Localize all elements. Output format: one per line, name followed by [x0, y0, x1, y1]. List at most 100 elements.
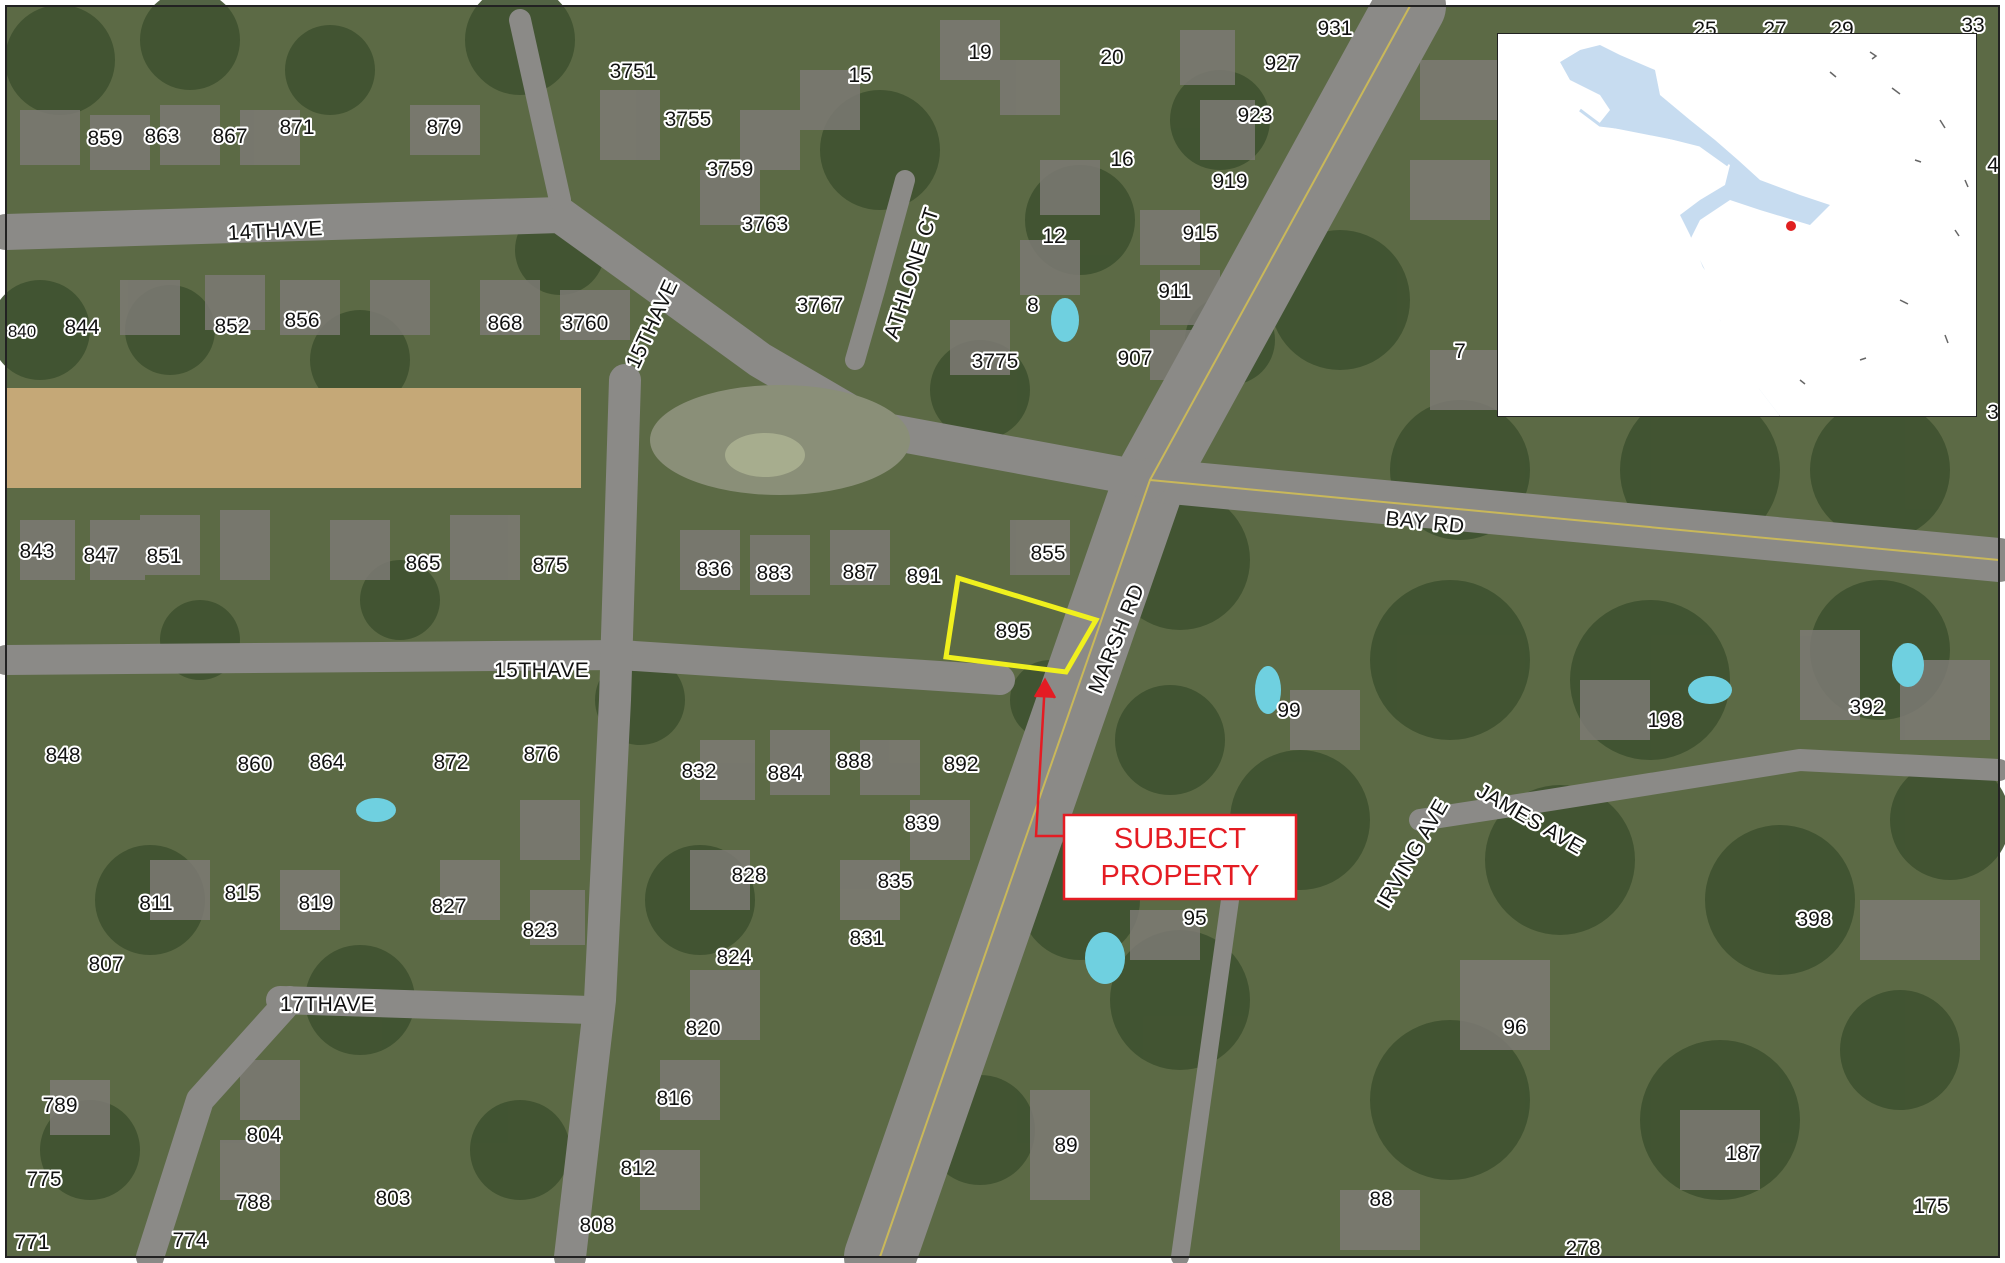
house-number: 839	[904, 812, 939, 835]
house-number: 868	[487, 312, 522, 335]
house-number: 807	[88, 953, 123, 976]
house-number: 863	[144, 125, 179, 148]
inset-location-marker	[1786, 221, 1796, 231]
house-number: 811	[139, 892, 172, 915]
subject-property-callout[interactable]: SUBJECT PROPERTY	[1062, 813, 1298, 901]
house-number: 856	[284, 309, 319, 332]
house-number: 816	[656, 1087, 691, 1110]
house-number: 815	[224, 882, 259, 905]
house-number: 3763	[742, 213, 789, 236]
inset-bay-land	[1498, 34, 1580, 95]
house-number: 824	[716, 946, 751, 969]
house-number: 879	[426, 116, 461, 139]
house-number: 96	[1503, 1016, 1526, 1039]
house-number: 771	[14, 1231, 49, 1254]
house-number: 827	[431, 895, 466, 918]
house-number: 831	[849, 927, 884, 950]
house-number: 392	[1849, 696, 1884, 719]
house-number: 808	[579, 1214, 614, 1237]
house-number: 788	[235, 1191, 270, 1214]
house-number: 907	[1117, 347, 1152, 370]
house-number: 844	[64, 316, 99, 339]
house-number: 883	[756, 562, 791, 585]
house-number: 12	[1042, 225, 1065, 248]
road-centerlines	[879, 5, 2000, 1258]
street-label-15th-ave-south: 15THAVE	[494, 659, 589, 682]
house-number: 884	[767, 762, 802, 785]
house-number: 775	[26, 1168, 61, 1191]
house-number: 16	[1110, 148, 1133, 171]
rooftops	[20, 20, 1990, 1250]
house-number: 95	[1183, 907, 1206, 930]
house-number: 89	[1054, 1134, 1077, 1157]
house-number: 852	[214, 315, 249, 338]
house-number: 891	[906, 565, 941, 588]
house-number: 865	[405, 552, 440, 575]
house-number: 875	[532, 554, 567, 577]
house-number: 803	[375, 1187, 410, 1210]
house-number: 836	[696, 558, 731, 581]
house-number: 911	[1158, 280, 1191, 303]
house-number: 892	[943, 753, 978, 776]
house-number: 804	[246, 1124, 281, 1147]
house-number: 3	[1987, 401, 1999, 424]
house-number: 864	[309, 751, 344, 774]
inset-locator-map	[1497, 33, 1977, 417]
house-number: 867	[212, 125, 247, 148]
house-number: 876	[523, 743, 558, 766]
house-number: 3775	[972, 350, 1019, 373]
house-number: 872	[433, 751, 468, 774]
house-number: 3767	[797, 294, 844, 317]
house-number: 99	[1277, 699, 1300, 722]
house-number: 832	[681, 760, 716, 783]
house-number: 823	[522, 919, 557, 942]
inset-peninsula	[1498, 140, 1780, 416]
house-number: 915	[1182, 222, 1217, 245]
house-number: 812	[620, 1157, 655, 1180]
callout-line-2: PROPERTY	[1100, 860, 1259, 892]
subject-parcel-number: 895	[995, 620, 1030, 643]
house-number: 887	[842, 561, 877, 584]
house-number: 888	[836, 750, 871, 773]
street-label-17th-ave: 17THAVE	[280, 993, 375, 1016]
house-number: 8	[1027, 294, 1039, 317]
house-number: 819	[298, 892, 333, 915]
house-number: 19	[968, 41, 991, 64]
house-number: 3755	[665, 108, 712, 131]
house-number: 847	[83, 544, 118, 567]
house-number-labels: 931 927 923 919 915 911 907 19 20 16 15 …	[6, 12, 2001, 1262]
house-number: 919	[1212, 170, 1247, 193]
house-number: 860	[237, 753, 272, 776]
house-number: 175	[1913, 1195, 1948, 1218]
map-frame	[5, 5, 2000, 1258]
callout-line-1: SUBJECT	[1114, 823, 1246, 855]
house-number: 931	[1317, 17, 1352, 40]
house-number: 835	[877, 870, 912, 893]
house-number: 859	[87, 127, 122, 150]
house-number: 848	[45, 744, 80, 767]
pools	[356, 298, 1924, 984]
subject-parcel-outline[interactable]	[943, 574, 1100, 675]
house-number: 774	[172, 1229, 207, 1252]
house-number: 923	[1237, 104, 1272, 127]
callout-arrow	[1033, 677, 1064, 838]
house-number: 88	[1369, 1188, 1392, 1211]
house-number: 3751	[610, 60, 657, 83]
house-number: 851	[146, 545, 181, 568]
house-number: 855	[1030, 542, 1065, 565]
house-number: 927	[1264, 52, 1299, 75]
house-number: 15	[848, 64, 871, 87]
dry-field	[6, 388, 581, 488]
house-number: 820	[685, 1017, 720, 1040]
house-number: 198	[1647, 709, 1682, 732]
house-number: 3760	[562, 312, 609, 335]
house-number: 398	[1796, 908, 1831, 931]
house-number: 840	[8, 322, 36, 341]
house-number: 20	[1100, 46, 1123, 69]
house-number: 828	[731, 864, 766, 887]
house-number: 4	[1987, 154, 1999, 177]
house-number: 871	[279, 116, 314, 139]
house-number: 843	[19, 540, 54, 563]
house-number: 7	[1454, 340, 1466, 363]
